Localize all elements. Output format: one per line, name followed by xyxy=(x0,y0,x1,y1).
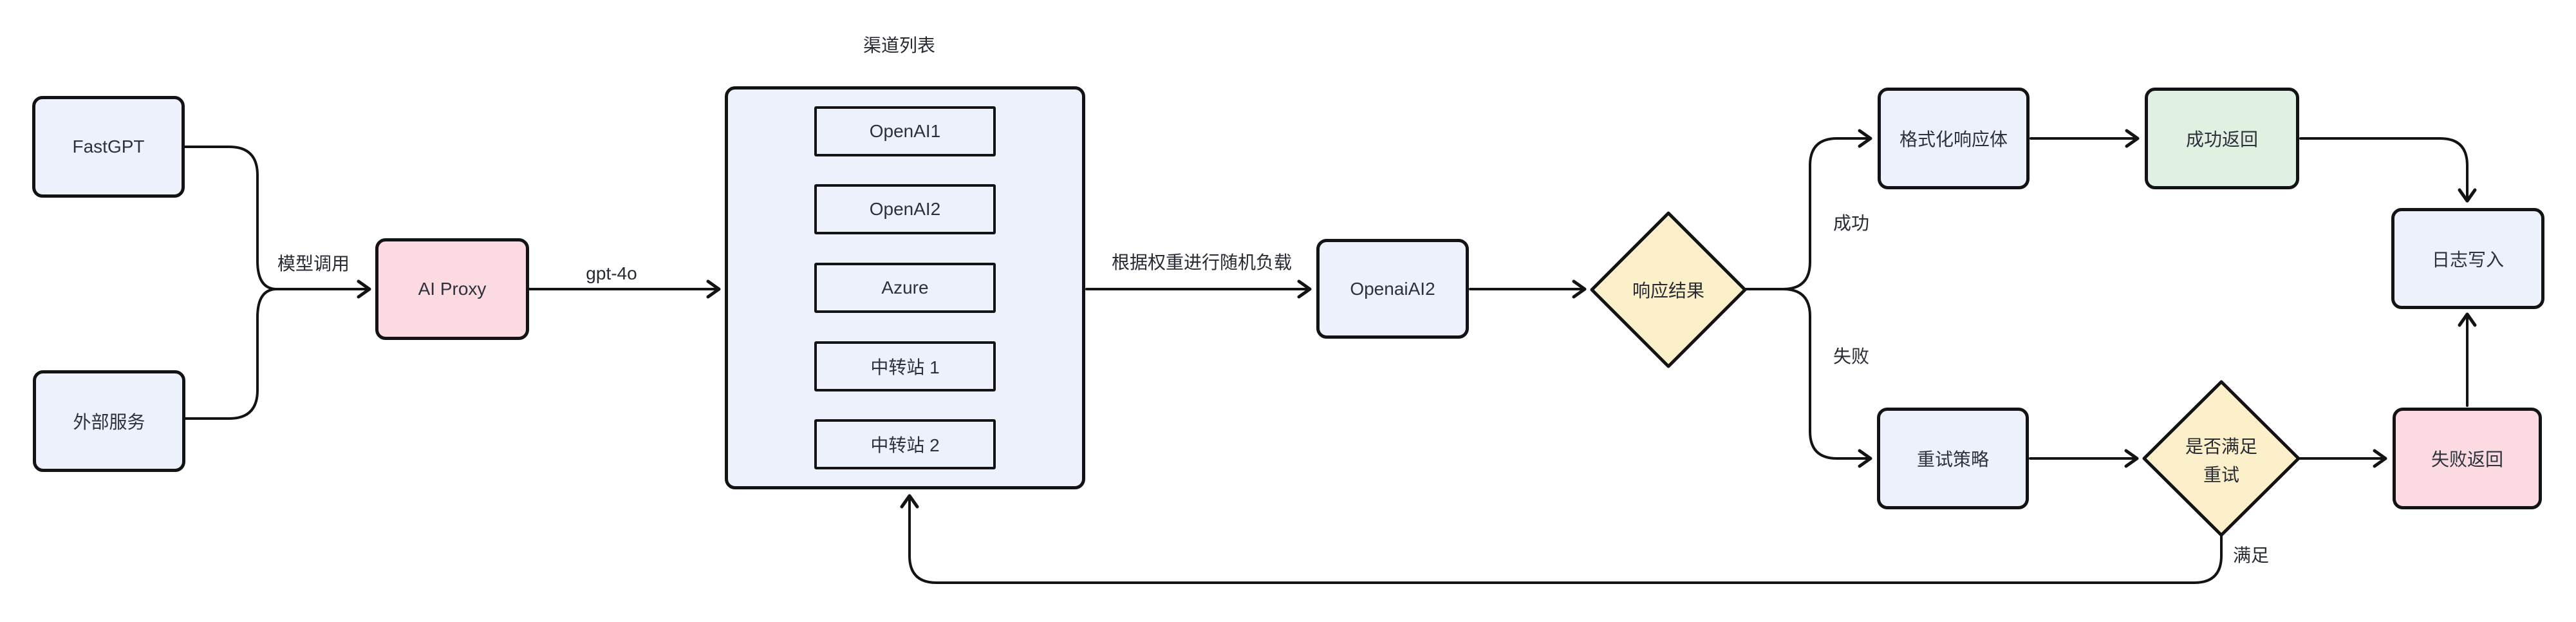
node-ai-proxy-label: AI Proxy xyxy=(418,279,487,299)
node-format-response: 格式化响应体 xyxy=(1878,88,2030,189)
node-success-return: 成功返回 xyxy=(2145,88,2299,189)
node-log-write-label: 日志写入 xyxy=(2431,249,2504,270)
node-format-response-label: 格式化响应体 xyxy=(1899,129,2008,149)
node-retry-strategy-label: 重试策略 xyxy=(1916,449,1989,469)
node-ai-proxy: AI Proxy xyxy=(375,238,529,340)
diamond-retry-check-label-line2: 重试 xyxy=(2203,465,2240,485)
node-fail-return: 失败返回 xyxy=(2393,408,2542,509)
channel-item-azure: Azure xyxy=(814,263,996,313)
node-openai-ai2-label: OpenaiAI2 xyxy=(1350,278,1435,299)
edge-success-to-log xyxy=(2299,137,2477,203)
edge-result-to-format xyxy=(1745,129,1872,290)
channel-item-relay1: 中转站 1 xyxy=(814,341,996,391)
channel-item-label: OpenAI1 xyxy=(869,121,941,141)
channels-title: 渠道列表 xyxy=(863,35,936,55)
channel-item-openai2: OpenAI2 xyxy=(814,184,996,234)
channel-item-label: 中转站 2 xyxy=(870,435,940,455)
node-fail-return-label: 失败返回 xyxy=(2431,449,2503,469)
node-retry-strategy: 重试策略 xyxy=(1877,408,2029,509)
channel-item-label: OpenAI2 xyxy=(869,199,941,219)
node-success-return-label: 成功返回 xyxy=(2185,129,2258,149)
edge-label-model-name: gpt-4o xyxy=(586,263,637,283)
edge-check-to-channels-feedback xyxy=(900,494,2223,584)
edge-label-fail: 失败 xyxy=(1833,346,1870,366)
node-external-service-label: 外部服务 xyxy=(73,412,145,432)
channel-item-label: Azure xyxy=(881,278,929,297)
node-log-write: 日志写入 xyxy=(2391,208,2544,309)
node-external-service: 外部服务 xyxy=(33,370,185,472)
diamond-response-result-label: 响应结果 xyxy=(1632,281,1705,301)
channel-item-openai1: OpenAI1 xyxy=(814,106,996,156)
diamond-retry-check-label-line1: 是否满足 xyxy=(2185,437,2258,457)
edge-label-satisfied: 满足 xyxy=(2232,545,2270,565)
edge-label-load-balance: 根据权重进行随机负载 xyxy=(1111,252,1293,272)
edge-result-to-retry xyxy=(1782,288,1872,468)
edge-label-success: 成功 xyxy=(1833,213,1870,233)
diamond-retry-check xyxy=(2142,380,2301,537)
node-openai-ai2: OpenaiAI2 xyxy=(1316,239,1469,339)
channel-item-relay2: 中转站 2 xyxy=(814,419,996,469)
channels-container: OpenAI1 OpenAI2 Azure 中转站 1 中转站 2 xyxy=(725,86,1085,489)
edge-external-to-merge xyxy=(184,288,278,420)
diamond-response-result xyxy=(1590,211,1747,368)
node-fastgpt-label: FastGPT xyxy=(72,137,145,156)
node-fastgpt: FastGPT xyxy=(32,96,185,198)
channel-item-label: 中转站 1 xyxy=(870,357,940,377)
edge-fastgpt-to-merge xyxy=(183,146,278,290)
edge-label-model-call: 模型调用 xyxy=(277,254,350,274)
